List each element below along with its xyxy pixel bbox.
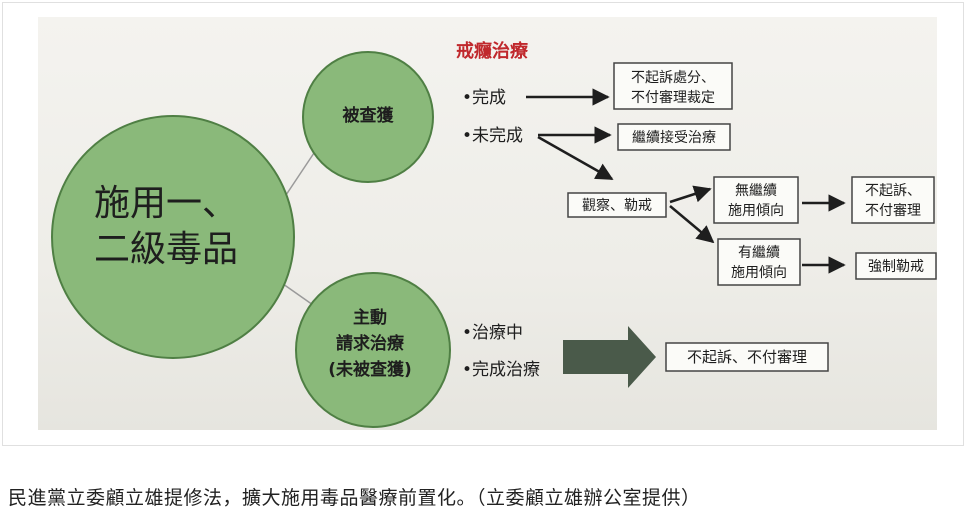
main-circle: [51, 115, 295, 359]
caught-circle: [302, 51, 434, 183]
box-no-prosecution-final: [665, 342, 829, 372]
voluntary-circle: [295, 272, 451, 428]
box-no-tendency-line1: 無繼續: [735, 183, 777, 199]
box-no-prosecution-final-label: 不起訴、不付審理: [687, 348, 807, 366]
box-has-tendency: [717, 238, 801, 286]
arrow-no-tendency: [669, 185, 712, 204]
box-compulsory-rehab: [855, 252, 937, 280]
box-no-tendency-line2: 施用傾向: [728, 203, 784, 219]
bullet-treatment-done: •完成治療: [462, 360, 540, 380]
box-no-prosecution-short-line1: 不起訴、: [865, 183, 921, 199]
box-continue-treatment: [617, 123, 731, 151]
image-frame: 施用一、 二級毒品 被查獲 主動 請求治療 (未被查獲) 戒癮治療 •完成 •未…: [2, 2, 964, 446]
arrow-has-tendency: [669, 205, 715, 244]
box-observation: [567, 192, 667, 218]
voluntary-circle-line2: 請求治療: [336, 333, 405, 354]
box-no-prosecution-ruling-line1: 不起訴處分、: [631, 70, 715, 86]
flow-diagram: 施用一、 二級毒品 被查獲 主動 請求治療 (未被查獲) 戒癮治療 •完成 •未…: [51, 40, 937, 428]
box-no-prosecution-ruling-line2: 不付審理裁定: [631, 90, 715, 106]
image-caption: 民進黨立委顧立雄提修法，擴大施用毒品醫療前置化。（立委顧立雄辦公室提供）: [8, 487, 701, 509]
main-circle-line2: 二級毒品: [94, 229, 238, 270]
box-no-prosecution-short-line2: 不付審理: [865, 203, 921, 219]
voluntary-circle-line3: (未被查獲): [328, 359, 412, 380]
diagram-photo: 施用一、 二級毒品 被查獲 主動 請求治療 (未被查獲) 戒癮治療 •完成 •未…: [38, 17, 937, 430]
voluntary-circle-line1: 主動: [353, 307, 387, 328]
bullet-in-treatment: •治療中: [462, 323, 523, 343]
bullet-not-completed: •未完成: [462, 126, 523, 146]
box-no-prosecution-short: [851, 176, 935, 224]
box-continue-treatment-label: 繼續接受治療: [632, 129, 716, 146]
box-compulsory-rehab-label: 強制勒戒: [868, 259, 924, 275]
caught-circle-label: 被查獲: [343, 105, 395, 126]
box-has-tendency-line2: 施用傾向: [731, 265, 787, 281]
box-no-prosecution-ruling: [613, 62, 733, 110]
big-arrow: [563, 326, 656, 388]
box-has-tendency-line1: 有繼續: [738, 245, 780, 261]
diagram-title: 戒癮治療: [456, 40, 529, 62]
box-no-tendency: [713, 176, 799, 224]
arrow-to-observation: [537, 135, 614, 181]
box-observation-label: 觀察、勒戒: [582, 197, 652, 214]
bullet-completed: •完成: [462, 88, 506, 108]
main-circle-line1: 施用一、: [94, 183, 238, 224]
